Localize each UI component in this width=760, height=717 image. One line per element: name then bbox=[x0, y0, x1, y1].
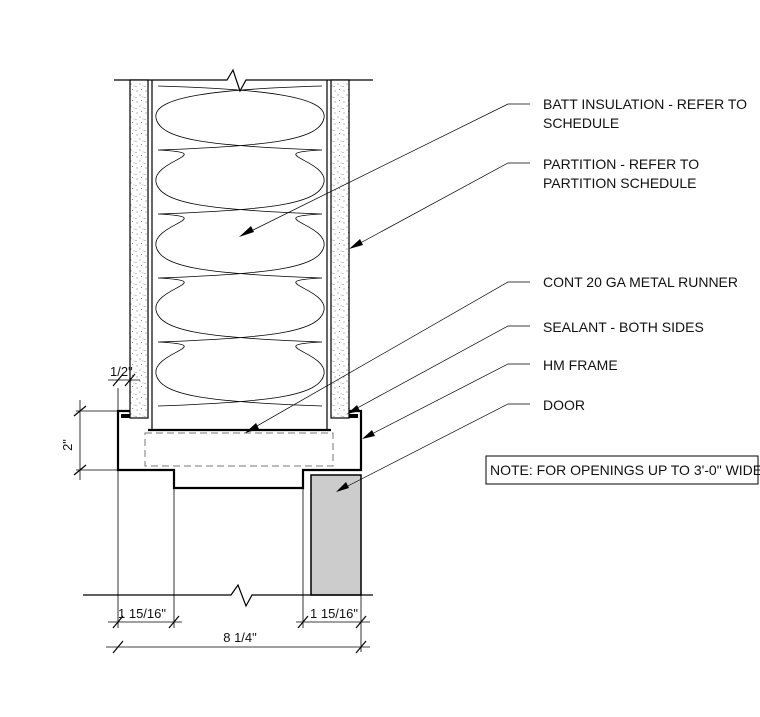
arrowhead-frame bbox=[362, 430, 375, 439]
note-text: NOTE: FOR OPENINGS UP TO 3'-0" WIDE bbox=[490, 462, 760, 478]
note-box bbox=[485, 455, 759, 485]
arrowhead-sealant bbox=[347, 405, 360, 414]
sealant-right bbox=[349, 414, 358, 418]
hm-frame bbox=[116, 409, 363, 490]
bottom-break-line bbox=[83, 583, 373, 608]
arrowhead-door bbox=[336, 482, 349, 492]
gypsum-board-right bbox=[330, 79, 350, 419]
dim-half-inch: 1/2" bbox=[110, 364, 133, 379]
sealant-left bbox=[121, 414, 130, 418]
gypsum-board-left bbox=[129, 79, 149, 419]
callout-batt-insulation-line1: BATT INSULATION - REFER TO bbox=[543, 96, 747, 112]
callout-metal-runner: CONT 20 GA METAL RUNNER bbox=[543, 274, 738, 290]
metal-runner-hidden bbox=[144, 432, 334, 467]
partition-wall bbox=[129, 79, 350, 432]
door bbox=[310, 474, 362, 596]
arrowhead-insulation bbox=[239, 226, 254, 237]
arrowhead-runner bbox=[245, 423, 259, 433]
leader-lines bbox=[244, 103, 530, 491]
callout-partition-line1: PARTITION - REFER TO bbox=[543, 156, 699, 172]
dimension-lines bbox=[73, 373, 370, 654]
dim-overall: 8 1/4" bbox=[223, 630, 257, 645]
callout-hm-frame: HM FRAME bbox=[543, 357, 618, 373]
leader-arrowheads bbox=[239, 226, 375, 492]
batt-insulation bbox=[155, 85, 325, 407]
callout-door: DOOR bbox=[543, 397, 585, 413]
callout-sealant: SEALANT - BOTH SIDES bbox=[543, 319, 704, 335]
dim-left-return: 1 15/16" bbox=[118, 606, 166, 621]
top-break-line bbox=[114, 68, 373, 93]
callout-batt-insulation-line2: SCHEDULE bbox=[543, 115, 619, 131]
extension-lines bbox=[76, 370, 362, 652]
dim-two-inch: 2" bbox=[60, 439, 75, 451]
arrowhead-partition bbox=[349, 239, 363, 249]
callout-partition-line2: PARTITION SCHEDULE bbox=[543, 175, 697, 191]
dim-right-return: 1 15/16" bbox=[310, 606, 358, 621]
